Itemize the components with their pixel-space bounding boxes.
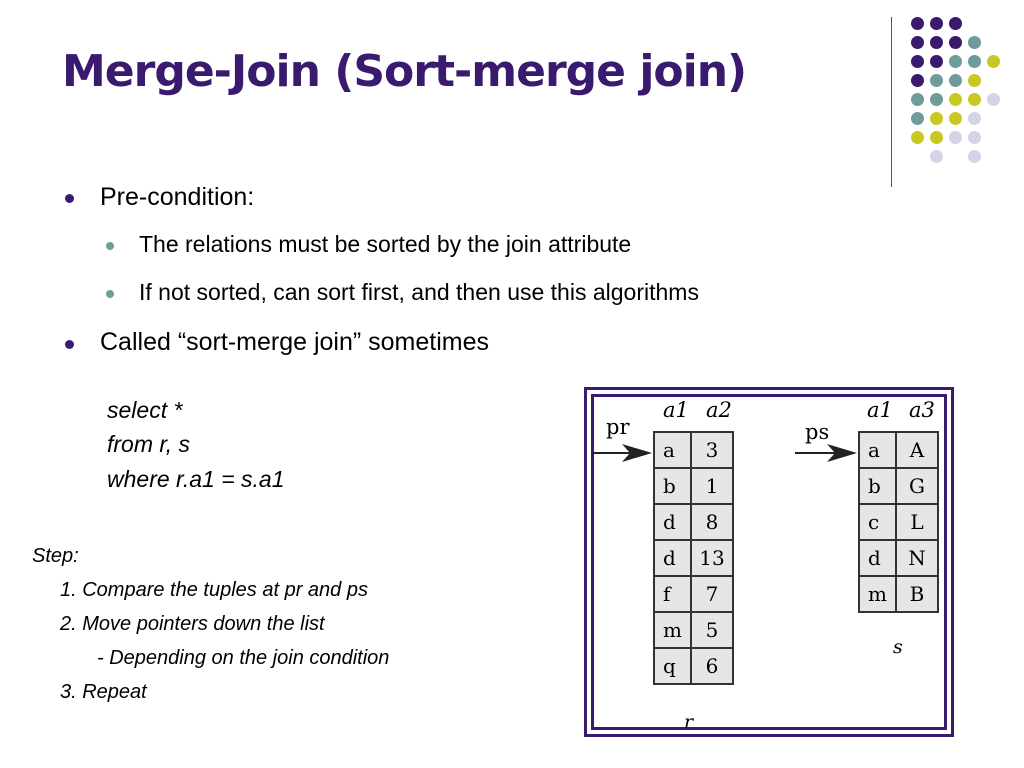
table-cell: 5: [690, 611, 734, 649]
bullet-text: Pre-condition:: [100, 183, 255, 211]
table-cell: 8: [690, 503, 734, 541]
decor-dot: [968, 55, 981, 68]
decor-dot: [911, 131, 924, 144]
table-cell: a: [858, 431, 897, 469]
table-cell: 3: [690, 431, 734, 469]
decor-dot: [911, 55, 924, 68]
table-cell: m: [653, 611, 692, 649]
table-cell: B: [895, 575, 939, 613]
sub-bullet-dot: [106, 290, 114, 298]
decor-dot: [911, 74, 924, 87]
column-header: a1: [663, 398, 689, 422]
table-cell: f: [653, 575, 692, 613]
step-item: 3. Repeat: [60, 681, 147, 703]
table-cell: 6: [690, 647, 734, 685]
table-cell: L: [895, 503, 939, 541]
table-cell: d: [653, 503, 692, 541]
decor-dot: [968, 74, 981, 87]
pointer-arrow-pr: [592, 444, 652, 462]
decor-dot: [911, 17, 924, 30]
decor-dot: [987, 55, 1000, 68]
decor-dot: [930, 74, 943, 87]
decor-dot: [949, 17, 962, 30]
table-cell: G: [895, 467, 939, 505]
decor-dot: [930, 112, 943, 125]
pointer-label-ps: ps: [805, 420, 830, 444]
sub-bullet-text: The relations must be sorted by the join…: [139, 231, 632, 257]
sub-bullet-dot: [106, 242, 114, 250]
table-cell: q: [653, 647, 692, 685]
table-cell: d: [858, 539, 897, 577]
steps-heading: Step:: [32, 545, 79, 567]
decor-dot: [949, 74, 962, 87]
decor-dot: [949, 93, 962, 106]
decor-dot: [968, 36, 981, 49]
decor-dot: [949, 131, 962, 144]
decor-dot: [968, 93, 981, 106]
decor-dot: [930, 36, 943, 49]
decor-dot: [930, 150, 943, 163]
figure-frame: [584, 387, 954, 737]
decor-dot: [949, 36, 962, 49]
decor-dot: [930, 55, 943, 68]
table-cell: 7: [690, 575, 734, 613]
column-header: a2: [706, 398, 732, 422]
table-cell: N: [895, 539, 939, 577]
table-cell: b: [653, 467, 692, 505]
table-cell: a: [653, 431, 692, 469]
decor-dot: [911, 112, 924, 125]
decor-dot: [949, 55, 962, 68]
relation-name-r: r: [684, 711, 694, 733]
slide-title: Merge-Join (Sort-merge join): [62, 46, 747, 97]
pointer-label-pr: pr: [606, 415, 630, 439]
decor-dot: [930, 93, 943, 106]
decor-dot: [968, 112, 981, 125]
bullet-dot: [65, 340, 74, 349]
decor-dot: [930, 17, 943, 30]
decor-dot: [930, 131, 943, 144]
decor-dot: [968, 131, 981, 144]
column-header: a1: [867, 398, 893, 422]
pointer-arrow-ps: [795, 444, 857, 462]
table-cell: b: [858, 467, 897, 505]
step-item: 2. Move pointers down the list: [60, 613, 325, 635]
sub-bullet-text: If not sorted, can sort first, and then …: [139, 279, 699, 305]
table-cell: m: [858, 575, 897, 613]
table-cell: 1: [690, 467, 734, 505]
bullet-text: Called “sort-merge join” sometimes: [100, 328, 490, 356]
step-item: - Depending on the join condition: [97, 647, 390, 669]
query-line: select *: [107, 397, 183, 423]
decor-dot: [911, 93, 924, 106]
figure-frame-inner: [591, 394, 947, 730]
table-cell: c: [858, 503, 897, 541]
bullet-dot: [65, 194, 74, 203]
column-header: a3: [909, 398, 935, 422]
decor-dot: [987, 93, 1000, 106]
table-cell: d: [653, 539, 692, 577]
query-line: where r.a1 = s.a1: [107, 466, 285, 492]
divider-line: [891, 17, 892, 187]
table-cell: 13: [690, 539, 734, 577]
step-item: 1. Compare the tuples at pr and ps: [60, 579, 368, 601]
decor-dot: [949, 112, 962, 125]
decor-dot: [911, 36, 924, 49]
query-line: from r, s: [107, 431, 191, 457]
decor-dot: [968, 150, 981, 163]
relation-name-s: s: [893, 636, 903, 658]
table-cell: A: [895, 431, 939, 469]
